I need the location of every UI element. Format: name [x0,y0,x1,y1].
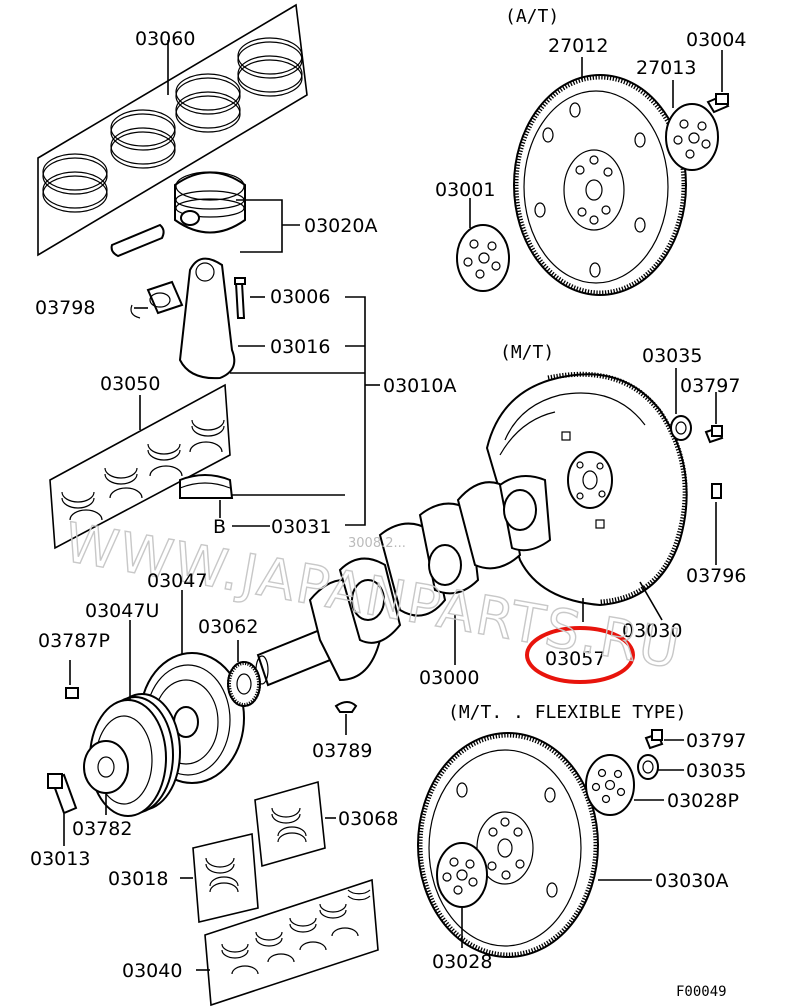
bolt-03797-bottom [644,729,684,750]
label-03062: 03062 [198,616,258,638]
header-mt-flexible: (M/T. . FLEXIBLE TYPE) [448,702,686,723]
bushing-03035-top [670,368,692,441]
label-03018: 03018 [108,868,168,890]
plate-03001 [456,198,510,292]
drive-plate-27012 [513,57,687,296]
label-03013: 03013 [30,848,90,870]
key-03789 [334,701,358,735]
svg-text:B: B [213,516,226,538]
dowel-03796 [711,483,722,565]
label-03004: 03004 [686,29,746,51]
plate-03028 [436,842,488,948]
label-03031: 03031 [271,516,331,538]
watermark-small: 3008.2... [348,536,406,551]
washer-03782 [83,740,129,815]
connecting-rod [130,257,265,380]
piston-and-pin [110,171,300,258]
plate-03028p [585,754,664,816]
label-03030: 03030 [622,620,682,642]
label-03787p: 03787P [38,630,110,652]
figure-code: F00049 [676,984,727,1000]
bolt-03787p [65,660,79,699]
highlight-circle-03057 [525,626,635,684]
label-03035-top: 03035 [642,345,702,367]
label-03796: 03796 [686,565,746,587]
header-at: (A/T) [505,6,559,27]
label-03798: 03798 [35,297,95,319]
bolt-03004 [706,50,730,114]
label-03057: 03057 [545,648,605,670]
bearings-03040 [196,878,379,1007]
label-03016: 03016 [270,336,330,358]
label-03068: 03068 [338,808,398,830]
bolt-03013 [47,773,78,846]
label-03060: 03060 [135,28,195,50]
rod-cap [179,474,345,499]
label-03028p: 03028P [667,790,739,812]
crankshaft-03000 [255,475,552,687]
label-03040: 03040 [122,960,182,982]
label-03030a: 03030A [655,870,728,892]
label-03047u: 03047U [85,600,159,622]
label-27012: 27012 [548,35,608,57]
bearings-03068 [254,780,336,868]
label-03000: 03000 [419,667,479,689]
label-27013: 27013 [636,57,696,79]
label-03006: 03006 [270,286,330,308]
b-marker: B [213,500,270,538]
bearings-03050 [49,383,231,550]
label-03028: 03028 [432,951,492,973]
label-03020a: 03020A [304,215,377,237]
label-03789: 03789 [312,740,372,762]
label-03782: 03782 [72,818,132,840]
piston-rings-group [37,3,308,257]
label-03001: 03001 [435,179,495,201]
sprocket-03062 [227,640,261,707]
bearings-03018 [180,833,259,923]
label-03010a: 03010A [383,375,456,397]
bolt-03797-top [704,392,724,444]
label-03047: 03047 [147,570,207,592]
label-03797-top: 03797 [680,375,740,397]
label-03797-bottom: 03797 [686,730,746,752]
bushing-03035-bottom [637,754,684,780]
adapter-plate-27013 [665,80,719,171]
header-mt: (M/T) [500,342,554,363]
label-03050: 03050 [100,373,160,395]
bracket-03010a [345,296,366,526]
label-03035-bottom: 03035 [686,760,746,782]
